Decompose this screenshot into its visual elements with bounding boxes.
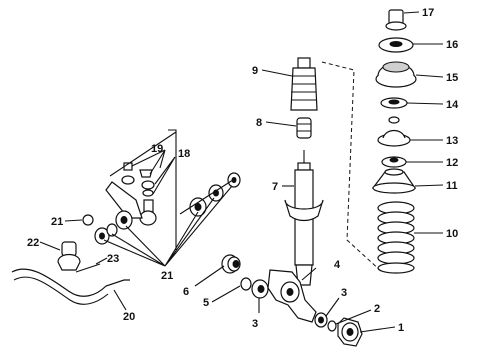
label-17: 17 (422, 7, 434, 19)
part-6-cv-boot (221, 254, 241, 274)
label-18: 18 (178, 148, 190, 160)
knuckle-hub-assembly (221, 254, 363, 347)
part-16-washer (378, 37, 414, 53)
control-arm-assembly (11, 162, 241, 305)
label-22: 22 (27, 237, 39, 249)
label-4: 4 (334, 259, 341, 271)
part-8-bump-stop (296, 117, 312, 139)
part-20-sway-bar (11, 268, 130, 297)
part-22-bushing (57, 241, 81, 271)
label-16: 16 (446, 39, 458, 51)
label-19: 19 (151, 143, 163, 155)
part-11-seat-cone (371, 168, 417, 194)
label-2: 2 (374, 303, 380, 315)
arm-bushings-right (179, 172, 241, 217)
label-10: 10 (446, 228, 458, 240)
label-11: 11 (446, 180, 458, 192)
part-4-knuckle (267, 269, 317, 323)
strut-assembly (284, 57, 324, 286)
part-3-bushing-left (251, 279, 269, 299)
part-18-nut (141, 180, 155, 197)
mount-nut (388, 116, 400, 124)
label-8: 8 (256, 117, 262, 129)
part-2-seal (327, 320, 337, 332)
part-10-coil-spring (377, 201, 415, 274)
part-1-hub (337, 317, 363, 347)
label-21-left: 21 (51, 216, 63, 228)
label-1: 1 (398, 322, 404, 334)
part-12-insulator (381, 156, 407, 168)
label-3-right: 3 (341, 287, 347, 299)
sway-bar-edge (13, 276, 109, 305)
part-3-bearing-right (314, 312, 328, 328)
part-23-link (75, 263, 101, 273)
label-7: 7 (272, 181, 278, 193)
label-23: 23 (107, 253, 119, 265)
label-3-left: 3 (252, 318, 258, 330)
label-9: 9 (252, 65, 258, 77)
callout-numbers: 17 16 15 14 13 12 11 10 9 8 7 4 3 2 1 3 … (27, 7, 459, 334)
label-20: 20 (123, 311, 135, 323)
label-13: 13 (446, 135, 458, 147)
label-15: 15 (446, 72, 458, 84)
part-15-upper-mount (375, 61, 417, 88)
label-5: 5 (203, 297, 209, 309)
part-13-spring-seat (377, 129, 411, 147)
leader-lines (39, 11, 444, 333)
arm-bushings-left (82, 210, 133, 245)
label-14: 14 (446, 99, 459, 111)
assembly-guide-line (321, 61, 383, 273)
part-9-dust-boot (290, 57, 318, 111)
part-14-bearing (380, 97, 408, 109)
part-7-strut (284, 150, 324, 286)
part-17-cap (385, 9, 407, 31)
strut-mount-stack (321, 9, 417, 274)
part-19-ball-joint (121, 162, 153, 185)
label-12: 12 (446, 157, 458, 169)
label-6: 6 (183, 286, 189, 298)
ball-joint-stud (139, 199, 157, 226)
control-arm (105, 181, 143, 219)
label-21-center: 21 (161, 270, 173, 282)
part-5-washer (240, 277, 252, 291)
